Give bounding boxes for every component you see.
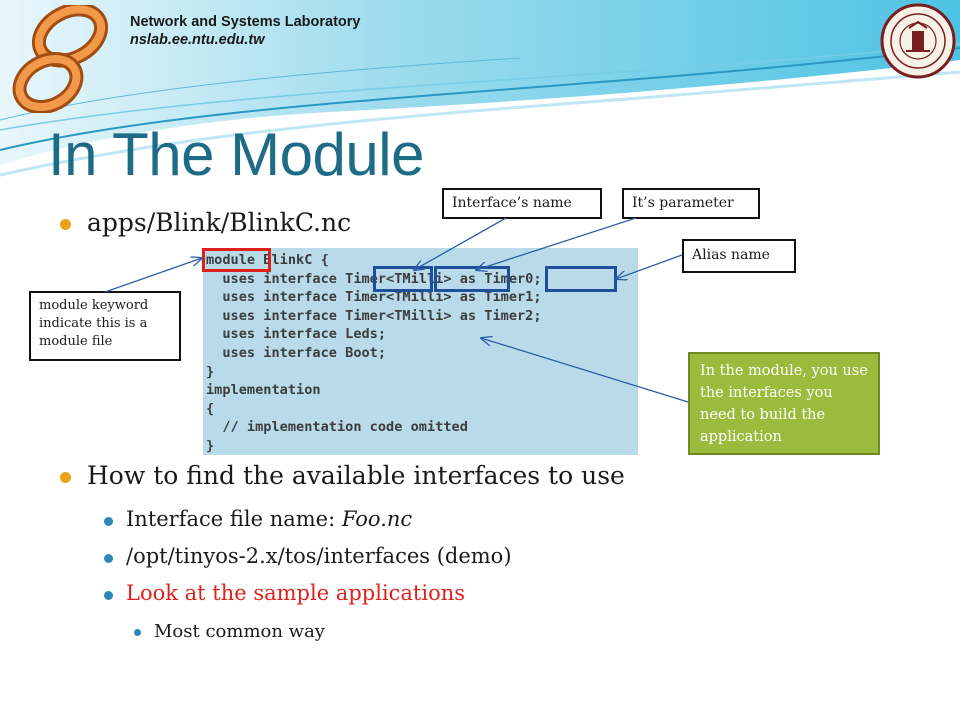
callout-module-usage: In the module, you use the interfaces yo… <box>688 352 880 455</box>
code-line: implementation <box>206 382 321 399</box>
sub-bullet-interface-file-label: Interface file name: <box>126 507 342 531</box>
code-line: // implementation code omitted <box>206 419 468 436</box>
lab-url: nslab.ee.ntu.edu.tw <box>130 32 265 48</box>
code-line: } <box>206 437 215 454</box>
arrow-module-keyword <box>104 258 202 293</box>
arrow-module-usage <box>481 338 689 403</box>
callout-parameter: It’s parameter <box>622 188 760 219</box>
code-line: { <box>206 400 215 417</box>
callout-module-keyword: module keyword indicate this is a module… <box>29 291 181 361</box>
sub-bullet-marker <box>104 591 113 600</box>
lab-name: Network and Systems Laboratory <box>130 14 361 30</box>
arrow-alias-name <box>616 254 683 279</box>
bullet-marker <box>60 219 71 230</box>
callout-alias-name: Alias name <box>682 239 796 273</box>
callout-interface-name: Interface’s name <box>442 188 602 219</box>
code-line: module BlinkC { <box>206 252 329 268</box>
bullet-find-interfaces: How to find the available interfaces to … <box>87 461 625 490</box>
code-block: module BlinkC { uses interface Timer<TMi… <box>206 251 542 456</box>
sub-bullet-interface-file-example: Foo.nc <box>341 507 413 531</box>
sub-bullet-interface-file: Interface file name: Foo.nc <box>126 507 412 531</box>
parameter-highlight <box>434 266 510 292</box>
code-line: uses interface Timer<TMilli> as Timer2; <box>206 307 542 324</box>
sub-sub-bullet-marker <box>134 629 141 636</box>
bullet-file-path: apps/Blink/BlinkC.nc <box>87 208 352 237</box>
arrow-interface-name <box>414 217 507 270</box>
sub-sub-bullet-common-way: Most common way <box>154 621 325 642</box>
infinity-logo-icon <box>12 5 109 113</box>
code-line: uses interface Timer<TMilli> as Timer0; <box>206 270 542 287</box>
arrow-parameter <box>476 217 637 270</box>
bullet-marker <box>60 472 71 483</box>
code-line: uses interface Leds; <box>206 326 387 343</box>
sub-bullet-sample-apps: Look at the sample applications <box>126 581 466 605</box>
interface-name-highlight <box>373 266 433 292</box>
code-line: uses interface Boot; <box>206 344 387 361</box>
sub-bullet-marker <box>104 517 113 526</box>
slide-title: In The Module <box>48 121 424 188</box>
header-background <box>0 0 960 177</box>
university-seal-icon <box>880 3 956 79</box>
code-line: } <box>206 363 215 380</box>
sub-bullet-interfaces-path: /opt/tinyos-2.x/tos/interfaces (demo) <box>126 544 512 568</box>
sub-bullet-marker <box>104 554 113 563</box>
code-line: uses interface Timer<TMilli> as Timer1; <box>206 289 542 306</box>
code-block-background <box>203 248 638 455</box>
